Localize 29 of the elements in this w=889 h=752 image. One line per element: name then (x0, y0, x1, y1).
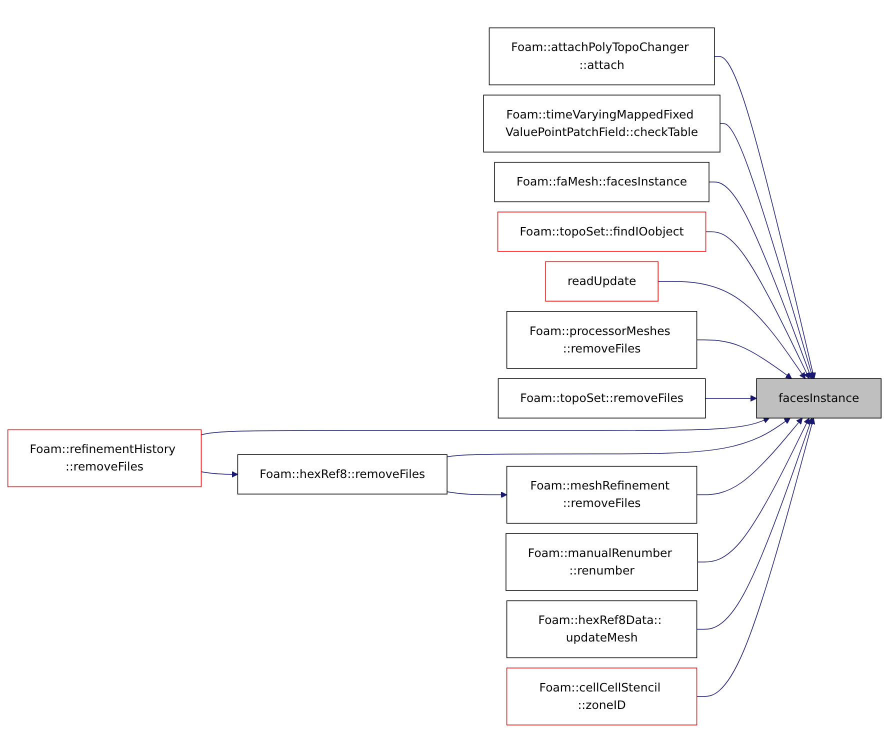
node-box: Foam::meshRefinement ::removeFiles (506, 466, 698, 524)
node-box: Foam::refinementHistory ::removeFiles (7, 428, 202, 487)
node-box: Foam::hexRef8Data:: updateMesh (506, 600, 698, 658)
node-box: Foam::faMesh::facesInstance (494, 162, 710, 202)
node-box: readUpdate (545, 260, 658, 302)
arrow (200, 416, 770, 435)
arrow (446, 417, 791, 457)
arrow (720, 122, 815, 378)
arrow (658, 280, 806, 378)
node-box: Foam::hexRef8::removeFiles (237, 454, 448, 494)
node-box: Foam::topoSet::removeFiles (498, 378, 706, 418)
node-box: Foam::cellCellStencil ::zoneID (506, 667, 698, 725)
arrow (696, 417, 814, 630)
node-box: Foam::manualRenumber ::renumber (506, 532, 698, 590)
node-box: facesInstance (756, 378, 882, 418)
arrow (705, 394, 757, 402)
node-box: Foam::attachPolyTopoChanger ::attach (488, 27, 715, 85)
arrow (705, 230, 810, 378)
arrow (697, 417, 810, 562)
node-box: Foam::timeVaryingMappedFixed ValuePointPatchField::checkTable (483, 94, 720, 152)
arrow (696, 339, 792, 378)
arrow (696, 417, 803, 495)
arrow (446, 490, 508, 498)
arrow (708, 181, 812, 378)
node-box: Foam::topoSet::findIOobject (497, 211, 706, 252)
arrow (696, 417, 816, 696)
arrow (200, 470, 238, 478)
node-box: Foam::processorMeshes ::removeFiles (506, 310, 698, 368)
arrow (714, 56, 816, 378)
